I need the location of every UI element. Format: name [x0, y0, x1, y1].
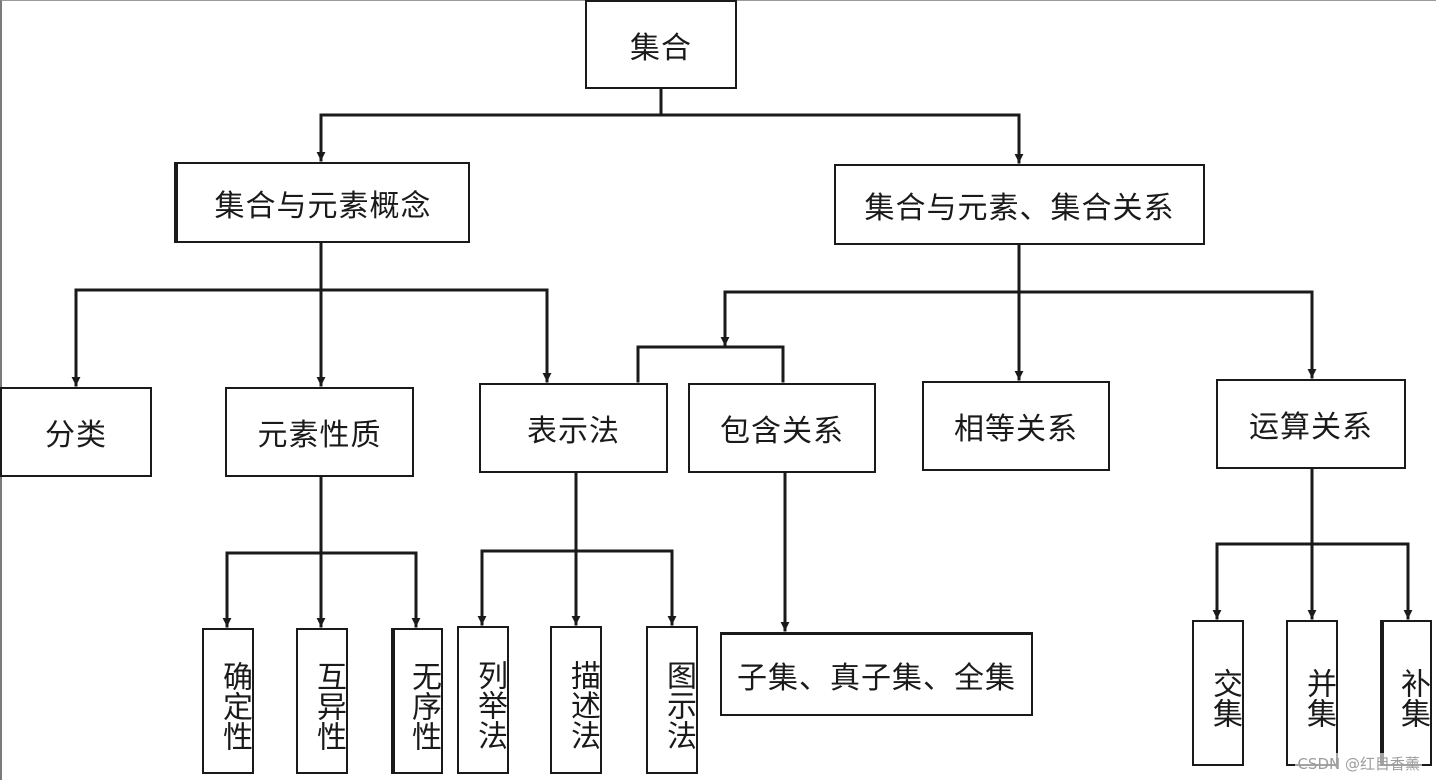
node-union: 并集: [1286, 620, 1338, 766]
node-complement: 补集: [1380, 620, 1432, 766]
node-inclusion-relation: 包含关系: [688, 383, 876, 473]
node-intersection: 交集: [1192, 620, 1244, 766]
csdn-watermark: CSDN @红目香薰: [1295, 753, 1422, 774]
node-set: 集合: [585, 0, 737, 89]
node-subsets: 子集、真子集、全集: [720, 632, 1033, 716]
node-representation: 表示法: [479, 383, 668, 473]
connector-inclusion-bracket: [636, 345, 785, 383]
node-description-method: 描述法: [550, 626, 602, 774]
node-operation-relation: 运算关系: [1216, 379, 1406, 469]
node-listing-method: 列举法: [457, 626, 509, 774]
node-unorderedness: 无序性: [391, 628, 443, 774]
node-definiteness: 确定性: [202, 628, 254, 774]
node-equality-relation: 相等关系: [922, 381, 1110, 471]
node-set-element-concept: 集合与元素概念: [174, 162, 470, 243]
node-classify: 分类: [0, 387, 152, 477]
node-set-element-relation: 集合与元素、集合关系: [834, 164, 1205, 245]
node-distinctness: 互异性: [296, 628, 348, 774]
node-graphical-method: 图示法: [646, 626, 698, 774]
node-element-properties: 元素性质: [225, 387, 414, 477]
